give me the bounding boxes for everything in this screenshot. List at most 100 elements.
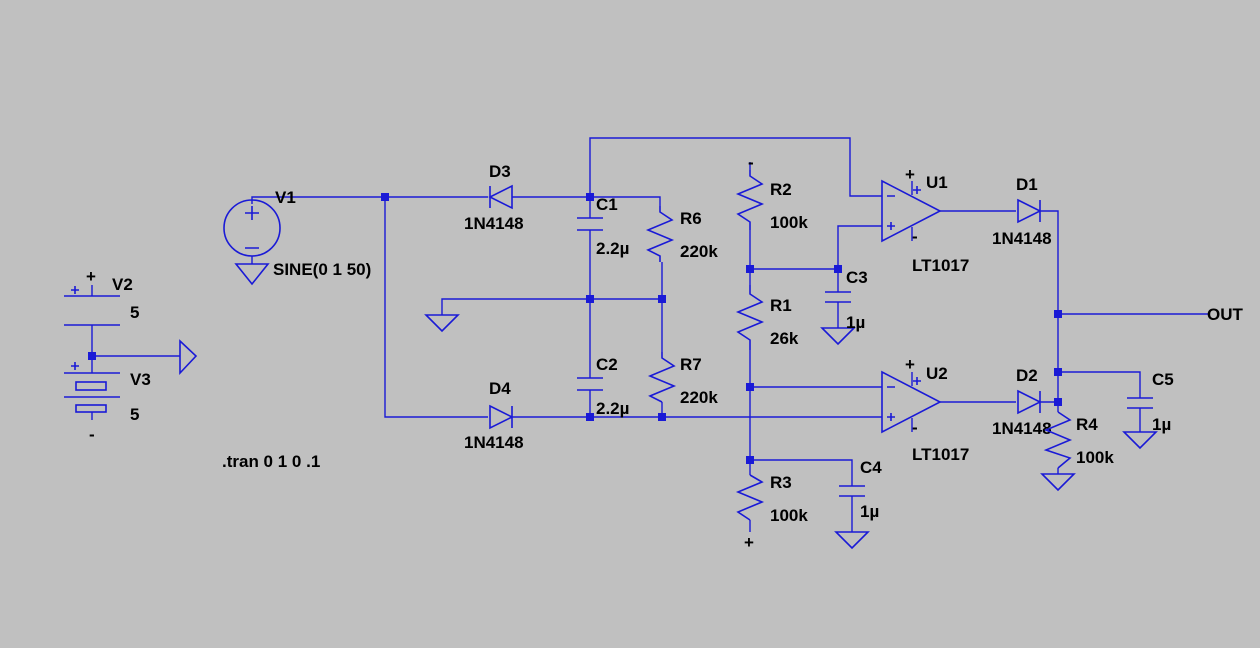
r4-name: R4 [1076, 415, 1098, 434]
v2-value: 5 [130, 303, 139, 322]
r2-name: R2 [770, 180, 792, 199]
v2-plus-mark: + [86, 267, 96, 286]
u2-name: U2 [926, 364, 948, 383]
wires [91, 137, 1208, 532]
v3-value: 5 [130, 405, 139, 424]
ground-icon [820, 327, 856, 346]
u2-plus-mark: + [905, 355, 915, 374]
diode-d4[interactable] [489, 404, 514, 430]
wire-d3-c1[interactable] [512, 196, 661, 206]
u1-plus-mark: + [905, 165, 915, 184]
r3-plus-mark: + [744, 533, 754, 552]
junction-dot [381, 193, 389, 201]
junction-dot [658, 295, 666, 303]
capacitor-c1[interactable] [577, 217, 603, 231]
wire-c1-u1[interactable] [589, 137, 882, 197]
r1-name: R1 [770, 296, 792, 315]
diode-d2[interactable] [1017, 389, 1042, 415]
r1-value: 26k [770, 329, 799, 348]
capacitor-c5[interactable] [1127, 397, 1153, 409]
v1-name: V1 [275, 188, 296, 207]
opamp-u2[interactable] [881, 370, 942, 434]
net-flag-icon[interactable] [179, 339, 198, 376]
u1-name: U1 [926, 173, 948, 192]
ground-icon [1122, 431, 1158, 450]
c2-name: C2 [596, 355, 618, 374]
c2-value: 2.2µ [596, 399, 629, 418]
battery-v2[interactable] [64, 286, 120, 326]
u2-minus-mark: - [912, 418, 918, 437]
ground-icon [424, 314, 460, 333]
capacitor-c2[interactable] [577, 377, 603, 391]
capacitor-c3[interactable] [825, 291, 851, 303]
junction-dot [586, 295, 594, 303]
junction-dot [658, 413, 666, 421]
wire-c5[interactable] [1058, 371, 1141, 432]
d2-name: D2 [1016, 366, 1038, 385]
c5-name: C5 [1152, 370, 1174, 389]
capacitor-c4[interactable] [839, 485, 865, 497]
u1-minus-mark: - [912, 227, 918, 246]
junction-dot [586, 193, 594, 201]
spice-directive[interactable]: .tran 0 1 0 .1 [222, 452, 320, 471]
r7-value: 220k [680, 388, 718, 407]
wire-d1-out[interactable] [1040, 210, 1059, 402]
ground-icon [234, 263, 270, 286]
v3-minus-mark: - [89, 425, 95, 444]
r2-value: 100k [770, 213, 808, 232]
diode-d1[interactable] [1017, 198, 1042, 224]
r2-minus-mark: - [748, 153, 754, 172]
c3-name: C3 [846, 268, 868, 287]
ground-icon [1040, 473, 1076, 492]
c4-name: C4 [860, 458, 882, 477]
r6-value: 220k [680, 242, 718, 261]
junctions [88, 193, 1062, 464]
resistor-r2[interactable] [735, 170, 765, 230]
wire-v1-d4[interactable] [384, 197, 488, 418]
junction-dot [834, 265, 842, 273]
d3-model: 1N4148 [464, 214, 524, 233]
r3-value: 100k [770, 506, 808, 525]
d2-model: 1N4148 [992, 419, 1052, 438]
d1-name: D1 [1016, 175, 1038, 194]
wire-mid-ground[interactable] [441, 298, 662, 315]
junction-dot [746, 265, 754, 273]
d1-model: 1N4148 [992, 229, 1052, 248]
ground-icon [834, 531, 870, 550]
v1-value: SINE(0 1 50) [273, 260, 371, 279]
junction-dot [746, 383, 754, 391]
junction-dot [746, 456, 754, 464]
resistor-r1[interactable] [735, 285, 765, 350]
resistor-r3[interactable] [735, 474, 765, 521]
wire-r3-c4[interactable] [750, 459, 853, 532]
c1-name: C1 [596, 195, 618, 214]
v2-name: V2 [112, 275, 133, 294]
d4-model: 1N4148 [464, 433, 524, 452]
u1-model: LT1017 [912, 256, 969, 275]
v3-name: V3 [130, 370, 151, 389]
junction-dot [1054, 398, 1062, 406]
resistor-r4[interactable] [1043, 411, 1073, 469]
c1-value: 2.2µ [596, 239, 629, 258]
junction-dot [586, 413, 594, 421]
junction-dot [1054, 310, 1062, 318]
d4-name: D4 [489, 379, 511, 398]
r7-name: R7 [680, 355, 702, 374]
resistor-r6[interactable] [645, 206, 675, 262]
resistor-r7[interactable] [647, 352, 677, 403]
net-label-out[interactable]: OUT [1207, 305, 1244, 324]
c4-value: 1µ [860, 502, 879, 521]
r4-value: 100k [1076, 448, 1114, 467]
opamp-u1[interactable] [881, 179, 942, 243]
wire-v1-top[interactable] [251, 196, 488, 204]
diode-d3[interactable] [488, 184, 513, 210]
r6-name: R6 [680, 209, 702, 228]
battery-v3[interactable] [64, 362, 120, 413]
u2-model: LT1017 [912, 445, 969, 464]
voltage-source-v1[interactable] [223, 199, 281, 286]
junction-dot [88, 352, 96, 360]
junction-dot [1054, 368, 1062, 376]
d3-name: D3 [489, 162, 511, 181]
